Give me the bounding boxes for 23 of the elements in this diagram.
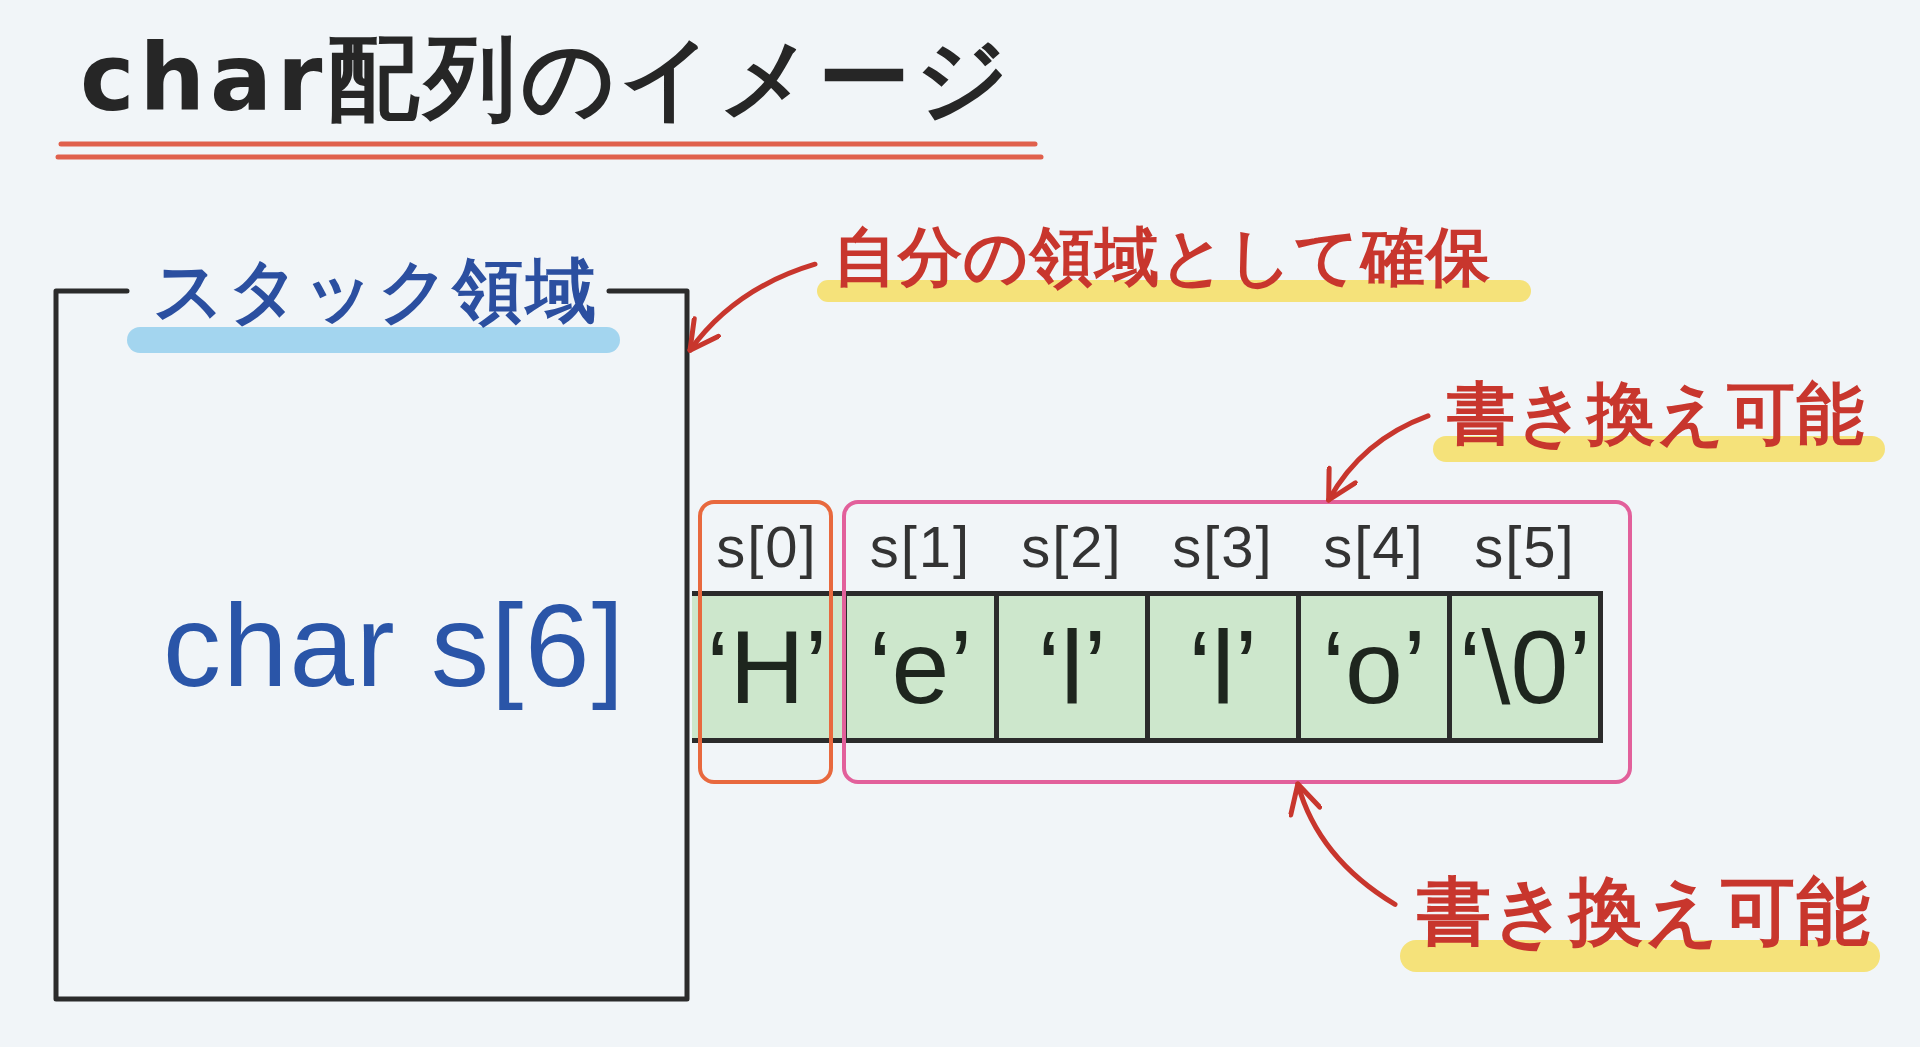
char-literal: ‘H’ [706, 607, 828, 727]
char-literal: ‘e’ [868, 607, 973, 727]
index-label: s[5] [1474, 513, 1576, 581]
index-label: s[0] [716, 513, 818, 581]
annotation-text: 自分の領域として確保 [815, 212, 1527, 302]
rounded-frame [698, 500, 833, 784]
char-literal: ‘l’ [1037, 607, 1107, 727]
char-literal: ‘l’ [1188, 607, 1258, 727]
title: char配列のイメージ [80, 26, 1015, 132]
curved-arrow [1326, 413, 1431, 503]
declaration-text: char s[6] [163, 580, 627, 713]
region-heading: スタック領域 [153, 251, 599, 332]
index-label: s[3] [1172, 513, 1274, 581]
index-label: s[2] [1021, 513, 1123, 581]
char-literal: ‘\0’ [1458, 607, 1592, 727]
annotation-text: 書き換え可能 [1395, 856, 1877, 966]
index-label: s[1] [869, 513, 972, 581]
index-label: s[4] [1323, 513, 1425, 581]
char-literal: ‘o’ [1321, 607, 1427, 727]
curved-arrow [1289, 781, 1398, 907]
annotation-text: 書き換え可能 [1428, 368, 1880, 460]
curved-arrow [687, 261, 818, 353]
rounded-frame [842, 500, 1632, 784]
